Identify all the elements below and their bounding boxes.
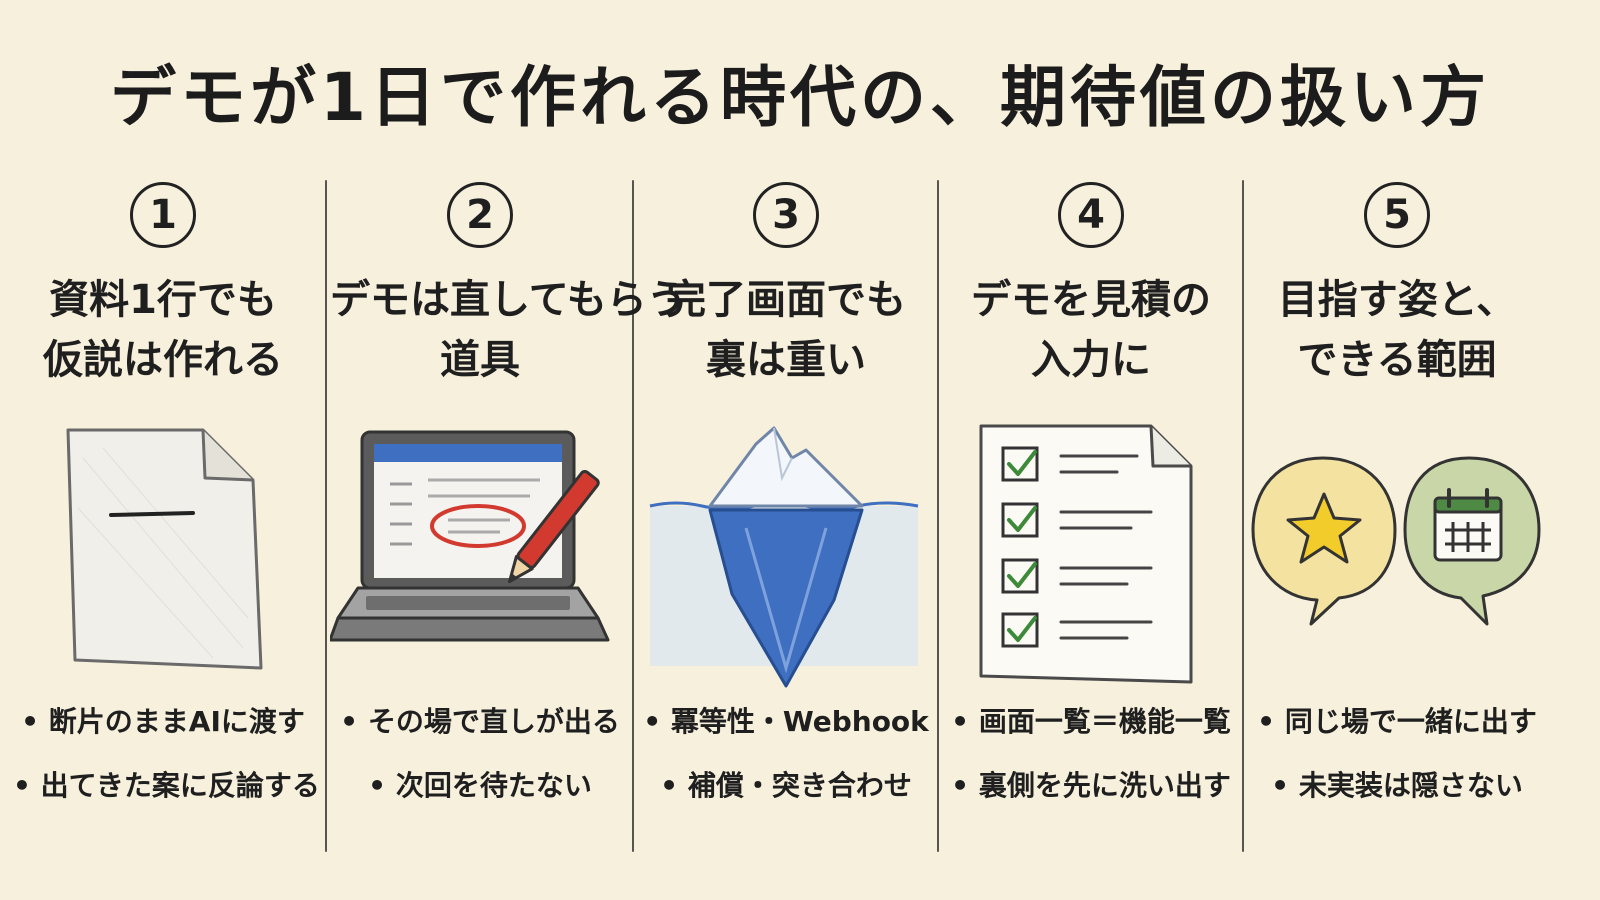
column-divider (1242, 180, 1244, 852)
laptop-pencil-icon (330, 430, 610, 642)
column-heading: 目指す姿と、 できる範囲 (1277, 277, 1517, 383)
bullet-list: 画面一覧＝機能一覧 裏側を先に洗い出す (941, 690, 1241, 818)
column-4: 4 デモを見積の 入力に 画面一覧＝機能一覧 裏側を先に洗い出す (941, 180, 1241, 852)
column-divider (632, 180, 634, 852)
column-heading: 資料1行でも 仮説は作れる (43, 277, 283, 383)
column-heading: デモは直してもらう 道具 (330, 277, 687, 383)
step-number: 2 (447, 182, 513, 248)
step-number: 3 (753, 182, 819, 248)
list-item: 裏側を先に洗い出す (941, 754, 1241, 818)
bullet-list: 同じ場で一緒に出す 未実装は隠さない (1247, 690, 1547, 818)
list-item: 冪等性・Webhook (636, 690, 936, 754)
column-divider (937, 180, 939, 852)
column-5: 5 目指す姿と、 できる範囲 同じ場で一緒に出す 未実装は隠さない (1247, 180, 1547, 852)
bullet-list: その場で直しが出る 次回を待たない (330, 690, 630, 818)
column-3: 3 完了画面でも 裏は重い 冪等性・Webhook 補償・突き合わせ (636, 180, 936, 852)
checklist-icon (979, 424, 1193, 684)
bullet-list: 断片のままAIに渡す 出てきた案に反論する (13, 690, 320, 818)
column-2: 2 デモは直してもらう 道具 その場で直しが出る 次回を待たない (330, 180, 687, 852)
list-item: 断片のままAIに渡す (13, 690, 313, 754)
step-number: 4 (1058, 182, 1124, 248)
list-item: その場で直しが出る (330, 690, 630, 754)
document-icon (66, 428, 263, 670)
list-item: 画面一覧＝機能一覧 (941, 690, 1241, 754)
list-item: 未実装は隠さない (1247, 754, 1547, 818)
list-item: 出てきた案に反論する (13, 754, 320, 818)
column-1: 1 資料1行でも 仮説は作れる 断片のままAIに渡す 出てきた案に反論する (13, 180, 320, 852)
list-item: 補償・突き合わせ (636, 754, 936, 818)
step-number: 1 (130, 182, 196, 248)
column-divider (325, 180, 327, 852)
step-number: 5 (1364, 182, 1430, 248)
column-heading: 完了画面でも 裏は重い (666, 277, 906, 383)
list-item: 次回を待たない (330, 754, 630, 818)
page-title: デモが1日で作れる時代の、期待値の扱い方 (110, 59, 1490, 136)
bullet-list: 冪等性・Webhook 補償・突き合わせ (636, 690, 936, 818)
iceberg-icon (649, 426, 919, 688)
list-item: 同じ場で一緒に出す (1247, 690, 1547, 754)
speech-bubbles-star-calendar-icon (1251, 456, 1541, 626)
column-heading: デモを見積の 入力に (971, 277, 1211, 383)
